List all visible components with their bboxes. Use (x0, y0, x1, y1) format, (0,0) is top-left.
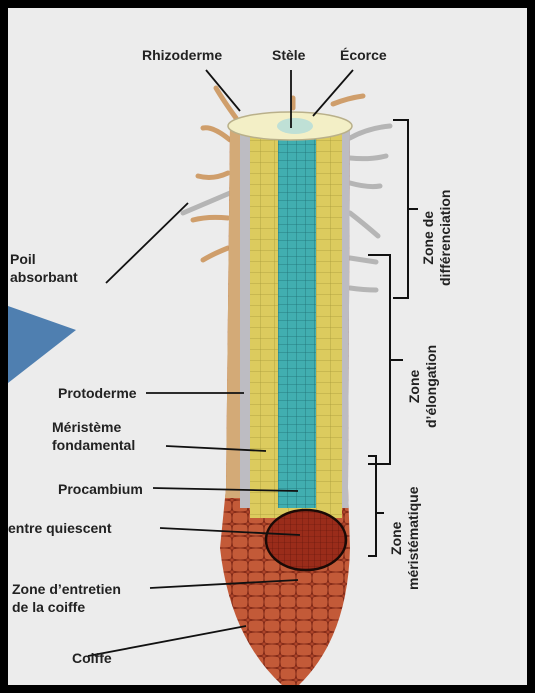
zone-elongation-line1: Zone (406, 345, 423, 428)
label-zone-entretien-line1: Zone d’entretien (12, 581, 121, 597)
zone-differenciation-label: Zone de différenciation (420, 190, 454, 286)
zone-elongation-label: Zone d’élongation (406, 345, 440, 428)
label-ecorce: Écorce (340, 46, 387, 64)
label-poil-line2: absorbant (10, 269, 78, 285)
zone-differenciation-line2: différenciation (437, 190, 454, 286)
figure-frame: Rhizoderme Stèle Écorce Poil absorbant P… (8, 8, 527, 685)
label-stele: Stèle (272, 46, 305, 64)
label-rhizoderme: Rhizoderme (142, 46, 222, 64)
direction-arrow-shape (8, 306, 76, 383)
label-zone-entretien-coiffe: Zone d’entretien de la coiffe (12, 580, 121, 616)
quiescent-center-shape (266, 510, 346, 570)
label-centre-quiescent: entre quiescent (8, 519, 111, 537)
zone-elongation-line2: d’élongation (423, 345, 440, 428)
zone-meristematique-label: Zone méristématique (388, 487, 422, 590)
zone-differenciation-line1: Zone de (420, 190, 437, 286)
label-poil-absorbant: Poil absorbant (10, 250, 78, 286)
zone-meristematique-line2: méristématique (405, 487, 422, 590)
label-procambium: Procambium (58, 480, 143, 498)
label-poil-line1: Poil (10, 251, 36, 267)
label-protoderme: Protoderme (58, 384, 137, 402)
label-meristeme-fondamental: Méristème fondamental (52, 418, 135, 454)
label-meristeme-line2: fondamental (52, 437, 135, 453)
label-meristeme-line1: Méristème (52, 419, 121, 435)
label-coiffe: Coiffe (72, 649, 112, 667)
zone-meristematique-line1: Zone (388, 487, 405, 590)
label-zone-entretien-line2: de la coiffe (12, 599, 85, 615)
